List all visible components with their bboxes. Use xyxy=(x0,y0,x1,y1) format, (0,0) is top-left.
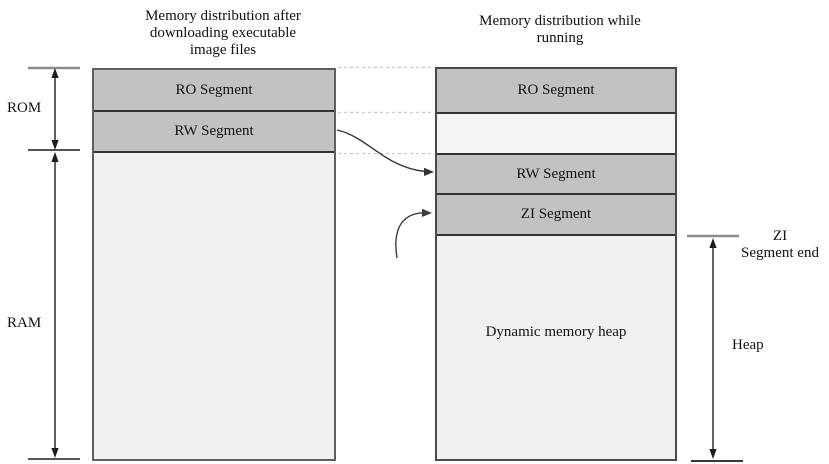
left-title-line: downloading executable xyxy=(149,25,297,41)
right-ro-segment: RO Segment xyxy=(437,69,675,114)
right-empty-gap xyxy=(437,114,675,155)
rom-range-label: ROM xyxy=(7,100,42,116)
right-zi-segment: ZI Segment xyxy=(437,195,675,236)
left-column-title: Memory distribution after downloading ex… xyxy=(120,8,326,59)
right-zi-segment-label: ZI Segment xyxy=(520,206,592,222)
zi-segment-end-line: ZI xyxy=(772,228,788,244)
right-title-line: Memory distribution while xyxy=(479,13,641,29)
left-title-line: image files xyxy=(189,42,257,58)
zi-segment-end-line: Segment end xyxy=(741,245,819,261)
right-column-title: Memory distribution while running xyxy=(455,13,665,47)
right-rw-segment: RW Segment xyxy=(437,155,675,195)
zi-init-arrow xyxy=(395,208,432,259)
zi-segment-end-label: ZI Segment end xyxy=(730,228,829,262)
left-ro-segment-label: RO Segment xyxy=(175,81,253,98)
right-ro-segment-label: RO Segment xyxy=(517,82,595,98)
ram-bracket-arrow xyxy=(28,152,80,460)
dashed-guide-lines xyxy=(338,66,434,155)
right-title-line: running xyxy=(536,30,584,46)
left-rw-segment-label: RW Segment xyxy=(174,123,254,139)
heap-range-label: Heap xyxy=(732,337,764,353)
ram-range-label: RAM xyxy=(7,315,42,331)
dynamic-heap-region: Dynamic memory heap xyxy=(437,236,675,459)
left-title-line: Memory distribution after xyxy=(145,8,301,24)
left-memory-column: RO Segment RW Segment xyxy=(92,68,336,461)
rw-relocation-arrow xyxy=(336,129,434,176)
left-ro-segment: RO Segment xyxy=(94,70,334,112)
left-rw-segment: RW Segment xyxy=(94,112,334,153)
right-memory-column: RO Segment RW Segment ZI Segment Dynamic… xyxy=(435,67,677,461)
right-rw-segment-label: RW Segment xyxy=(516,165,596,182)
dynamic-heap-label: Dynamic memory heap xyxy=(485,324,627,340)
